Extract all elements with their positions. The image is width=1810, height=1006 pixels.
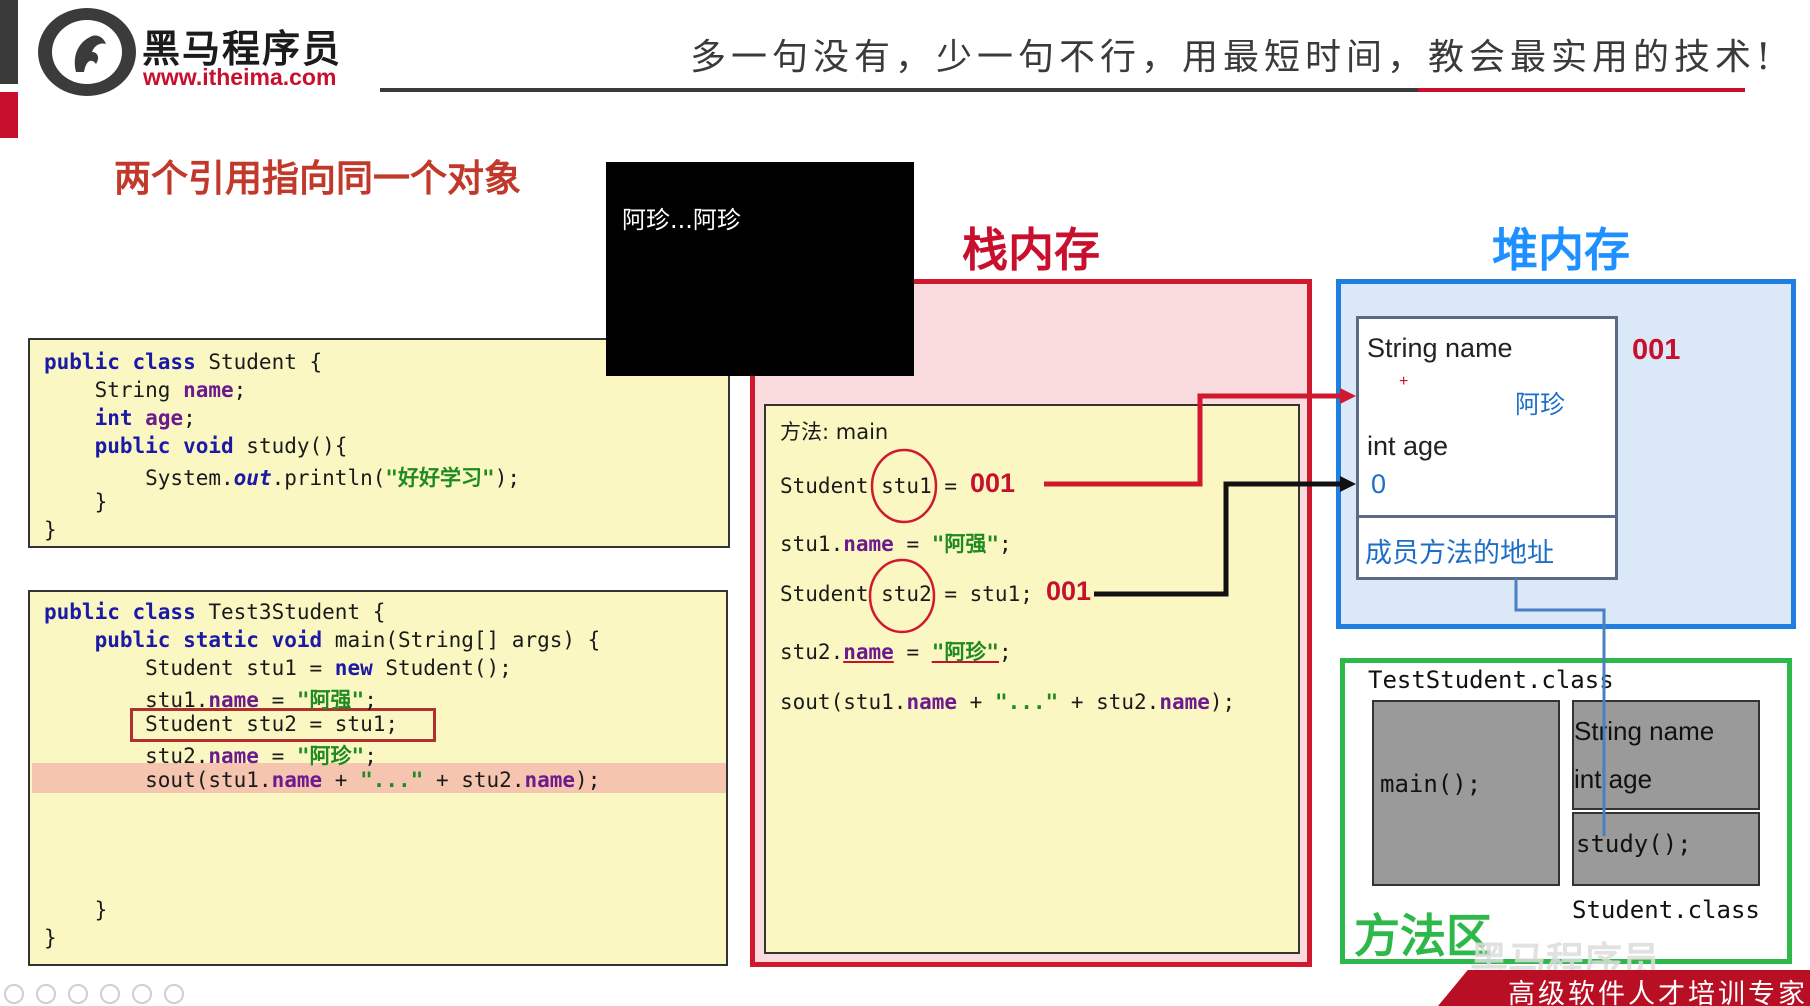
- frame-label: 方法: main: [780, 420, 889, 444]
- teststudent-class-box: [1372, 700, 1560, 886]
- frame-line: stu1.name = "阿强";: [780, 532, 1012, 556]
- main-method-label: main();: [1380, 770, 1482, 798]
- cursor-mark: +: [1399, 373, 1409, 390]
- code-line: }: [44, 926, 57, 950]
- heap-address: 001: [1632, 334, 1681, 366]
- pen-icon[interactable]: [68, 984, 88, 1004]
- slides-grid-icon[interactable]: [100, 984, 120, 1004]
- field-name-label: String name: [1367, 333, 1513, 363]
- stu2-circle-annotation: [868, 558, 936, 634]
- header-left-bar: [0, 0, 18, 84]
- stu2-highlight-box: [130, 708, 436, 742]
- code-line: }: [44, 898, 108, 922]
- console-output-popup: 阿珍...阿珍: [606, 162, 914, 376]
- teststudent-class-label: TestStudent.class: [1368, 666, 1614, 694]
- code-line: Student stu2 = stu1;: [44, 712, 399, 736]
- logo-name: 黑马程序员: [142, 27, 343, 71]
- frame-line: stu2.name = "阿珍";: [780, 640, 1012, 664]
- stu1-address: 001: [970, 468, 1016, 498]
- frame-line-stu2: Student stu2 = stu1;: [780, 582, 1046, 606]
- header-divider-accent: [1418, 88, 1745, 92]
- current-line-highlight: [32, 763, 726, 793]
- slide-controls-bar: [0, 980, 1450, 1006]
- method-area-title: 方法区: [1354, 909, 1492, 963]
- stu1-reference-arrow: [1044, 393, 1340, 487]
- object-divider: [1359, 515, 1615, 518]
- code-line: System.out.println("好好学习");: [44, 466, 520, 490]
- stu1-circle-annotation: [870, 448, 938, 524]
- student-class-label: Student.class: [1572, 896, 1760, 924]
- logo-url[interactable]: www.itheima.com: [143, 64, 337, 90]
- zoom-icon[interactable]: [132, 984, 152, 1004]
- horse-icon: [74, 35, 106, 72]
- slogan: 多一句没有，少一句不行，用最短时间，教会最实用的技术!: [690, 37, 1776, 78]
- student-object: String name + 阿珍 int age 0 成员方法的地址: [1356, 316, 1618, 580]
- header-divider: [380, 88, 1745, 92]
- code-line: public class Student {: [44, 350, 323, 374]
- code-line: int age;: [94, 406, 196, 430]
- code-line: public class Test3Student {: [44, 600, 386, 624]
- code-line: String name;: [44, 378, 247, 402]
- prev-slide-icon[interactable]: [4, 984, 24, 1004]
- code-line: stu2.name = "阿珍";: [44, 744, 377, 768]
- field-age-label: int age: [1367, 431, 1449, 461]
- stu2-address: 001: [1046, 576, 1092, 606]
- student-field-name: String name: [1574, 716, 1715, 746]
- arrow-head-red: [1340, 388, 1356, 404]
- code-line: }: [44, 518, 57, 542]
- study-method-label: study();: [1576, 830, 1692, 858]
- code-line: public void study(){: [94, 434, 348, 458]
- main-method-frame: 方法: main Student stu1 = 001 stu1.name = …: [764, 404, 1300, 954]
- more-options-icon[interactable]: [164, 984, 184, 1004]
- code-line: sout(stu1.name + "..." + stu2.name);: [44, 768, 601, 792]
- code-panel-test: public class Test3Student { public stati…: [28, 590, 728, 966]
- code-line: }: [44, 490, 108, 514]
- frame-line-stu1: Student stu1 =: [780, 474, 970, 498]
- field-name-value: 阿珍: [1515, 391, 1566, 419]
- field-age-value: 0: [1371, 469, 1387, 499]
- code-line: Student stu1 = new Student();: [44, 656, 512, 680]
- student-field-age: int age: [1574, 764, 1653, 794]
- code-line: stu1.name = "阿强";: [44, 688, 377, 712]
- play-icon[interactable]: [36, 984, 56, 1004]
- console-output-text: 阿珍...阿珍: [622, 206, 741, 234]
- slide-title: 两个引用指向同一个对象: [114, 157, 521, 200]
- footer-banner-text: 高级软件人才培训专家: [1508, 979, 1808, 1006]
- header-left-accent: [0, 92, 18, 138]
- frame-line: sout(stu1.name + "..." + stu2.name);: [780, 690, 1236, 714]
- method-address-link: [1514, 578, 1606, 836]
- arrow-head-black: [1340, 476, 1356, 492]
- heap-title: 堆内存: [1492, 223, 1630, 277]
- method-address-label: 成员方法的地址: [1365, 538, 1554, 568]
- code-line: public static void main(String[] args) {: [94, 628, 601, 652]
- stu2-reference-arrow: [1094, 481, 1340, 597]
- stack-title: 栈内存: [962, 223, 1100, 277]
- footer-banner: [1438, 970, 1810, 1006]
